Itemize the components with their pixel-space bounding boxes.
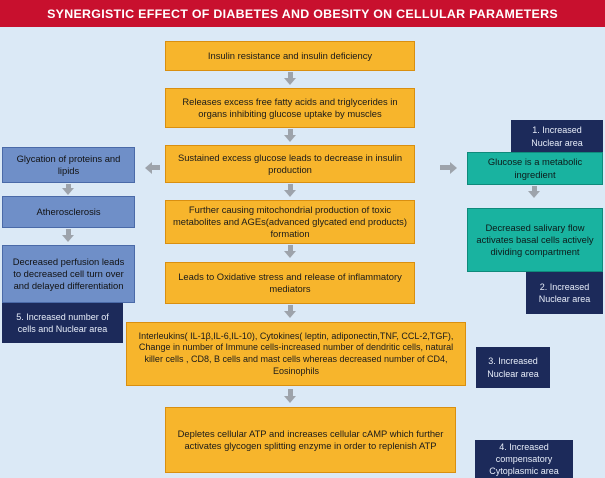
right-arrow-icon [450,162,457,174]
arrow-stem [152,165,160,170]
down-arrow-icon [284,396,296,403]
arrow-stem [288,245,293,251]
down-arrow-icon [284,190,296,197]
box-glucose-metabolic: Glucose is a metabolic ingredient [467,152,603,185]
down-arrow-icon [62,188,74,195]
label-increased-nuclear-2: 2. Increased Nuclear area [526,272,603,314]
left-arrow-icon [145,162,152,174]
down-arrow-icon [284,78,296,85]
arrow-stem [66,229,71,235]
down-arrow-icon [284,135,296,142]
down-arrow-icon [284,251,296,258]
step-atp-depletion: Depletes cellular ATP and increases cell… [165,407,456,473]
label-increased-nuclear-3: 3. Increased Nuclear area [476,347,550,388]
step-immune-mediators: Interleukins( IL-1β,IL-6,IL-10), Cytokin… [126,322,466,386]
step-fatty-acids: Releases excess free fatty acids and tri… [165,88,415,128]
diagram-title: SYNERGISTIC EFFECT OF DIABETES AND OBESI… [0,0,605,27]
step-insulin-resistance: Insulin resistance and insulin deficienc… [165,41,415,71]
step-excess-glucose: Sustained excess glucose leads to decrea… [165,145,415,183]
arrow-stem [288,184,293,190]
box-salivary-flow: Decreased salivary flow activates basal … [467,208,603,272]
down-arrow-icon [62,235,74,242]
box-glycation: Glycation of proteins and lipids [2,147,135,183]
down-arrow-icon [284,311,296,318]
box-decreased-perfusion: Decreased perfusion leads to decreased c… [2,245,135,303]
arrow-stem [288,305,293,311]
label-increased-nuclear-1: 1. Increased Nuclear area [511,120,603,153]
label-increased-cytoplasmic-4: 4. Increased compensatory Cytoplasmic ar… [475,440,573,478]
arrow-stem [66,184,71,189]
step-oxidative-stress: Leads to Oxidative stress and release of… [165,262,415,304]
arrow-stem [288,129,293,135]
arrow-stem [440,165,450,170]
box-atherosclerosis: Atherosclerosis [2,196,135,228]
arrow-stem [288,72,293,78]
arrow-stem [532,186,537,191]
step-toxic-metabolites: Further causing mitochondrial production… [165,200,415,244]
down-arrow-icon [528,191,540,198]
label-increased-cells-nuclear: 5. Increased number of cells and Nuclear… [2,303,123,343]
arrow-stem [288,389,293,396]
